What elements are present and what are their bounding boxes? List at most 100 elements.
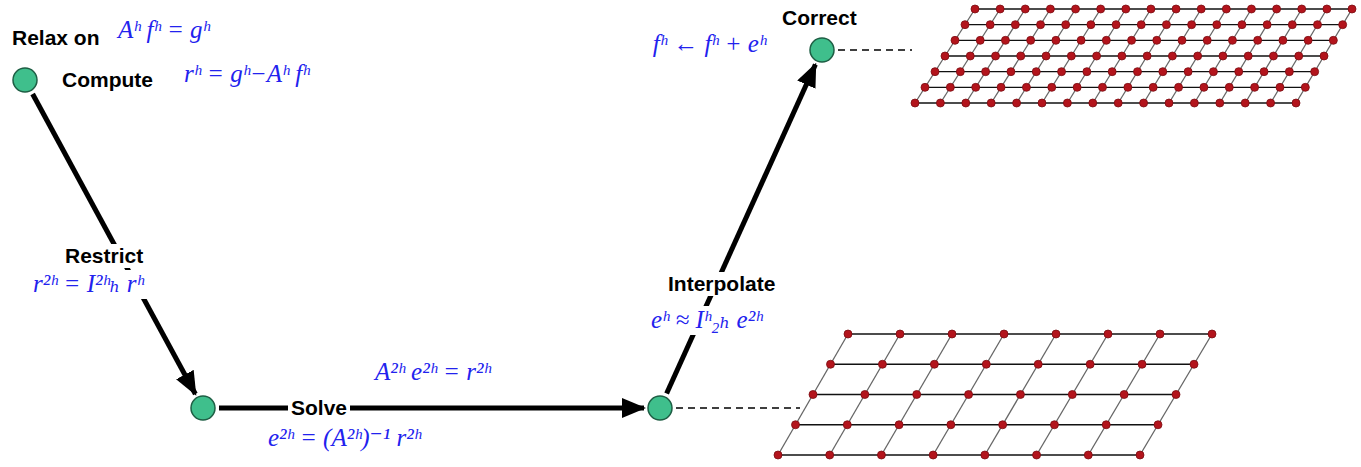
grid-point [1124,83,1132,91]
grid-point [1165,99,1173,107]
grid-point [1244,52,1252,60]
grid-point [1007,68,1015,76]
grid-point [1102,36,1110,44]
grid-point [1219,52,1227,60]
grid-point [1168,52,1176,60]
grid-point [1197,5,1205,13]
grid-line [965,24,1343,25]
grid-point [999,421,1007,429]
step-name: Correct [782,6,857,30]
node-circle [13,68,37,92]
grid-point [1162,21,1170,29]
grid-point [941,52,949,60]
grid-point [965,391,973,399]
grid-point [911,99,919,107]
grid-point [1063,99,1071,107]
dashed-leader [838,49,912,51]
grid-point [1021,5,1029,13]
grid-point [1208,330,1216,338]
grid-point [1118,52,1126,60]
grid-point [1098,83,1106,91]
grid-point [1209,68,1217,76]
grid-point [1301,83,1309,91]
grid-point [1093,52,1101,60]
equation: Aʰ fʰ = gʰ [118,16,210,45]
grid-line [975,8,1352,9]
grid-point [1263,21,1271,29]
grid-point [1046,5,1054,13]
grid-point [1276,83,1284,91]
grid-point [1260,68,1268,76]
grid-point [1285,68,1293,76]
grid-point [1128,36,1136,44]
grid-line [830,334,900,455]
grid-point [1000,330,1008,338]
grid-line [933,334,1004,455]
grid-level-node: Relax onAʰ fʰ = gʰComputerʰ = gʰ−Aʰ fʰ [12,67,38,93]
grid-point [792,421,800,429]
grid-point [1136,451,1144,459]
grid-point [1083,68,1091,76]
grid-point [1114,99,1122,107]
grid-point [1032,68,1040,76]
coarse-grid [774,330,1216,459]
step-name: Interpolate [665,272,778,296]
grid-line [881,334,952,455]
grid-line [1042,9,1101,103]
grid-point [956,68,964,76]
grid-point [1108,68,1116,76]
grid-point [1073,83,1081,91]
cycle-arrow [667,65,816,394]
grid-point [930,360,938,368]
grid-point [1149,83,1157,91]
grid-point [976,36,984,44]
grid-point [1238,21,1246,29]
grid-point [946,83,954,91]
grid-point [1190,99,1198,107]
grid-point [1172,391,1180,399]
grid-point [961,21,969,29]
grid-level-node [647,395,673,421]
grid-point [896,330,904,338]
grid-point [931,68,939,76]
grid-point [987,99,995,107]
equation: eʰ ≈ Iʰ₂ₕ e²ʰ [648,306,765,335]
grid-point [1034,360,1042,368]
grid-point [1228,36,1236,44]
grid-point [1140,99,1148,107]
grid-point [1033,451,1041,459]
node-circle [809,37,835,63]
node-circle [191,396,215,420]
grid-line [1093,9,1151,103]
grid-point [1058,68,1066,76]
grid-point [913,391,921,399]
grid-point [895,421,903,429]
grid-line [1194,9,1251,103]
grid-level-node [190,395,216,421]
grid-line [1296,9,1352,103]
grid-point [878,360,886,368]
equation: A²ʰ e²ʰ = r²ʰ [372,358,493,387]
node-circle [190,395,216,421]
grid-point [1203,36,1211,44]
step-name: Relax on [12,26,100,50]
grid-level-node: Correctfʰ ← fʰ + eʰ [809,37,835,63]
grid-point [1017,52,1025,60]
grid-point [982,68,990,76]
equation: e²ʰ = (A²ʰ)⁻¹ r²ʰ [265,424,424,453]
node-circle [648,396,672,420]
grid-point [1172,5,1180,13]
grid-point [966,52,974,60]
grid-point [936,99,944,107]
node-circle [647,395,673,421]
grid-point [1104,330,1112,338]
grid-line [1271,9,1327,103]
grid-line [915,9,975,103]
grid-line [778,334,848,455]
grid-point [1038,99,1046,107]
grid-point [971,5,979,13]
grid-line [935,71,1315,72]
grid-point [826,451,834,459]
grid-point [809,391,817,399]
grid-point [1292,99,1300,107]
